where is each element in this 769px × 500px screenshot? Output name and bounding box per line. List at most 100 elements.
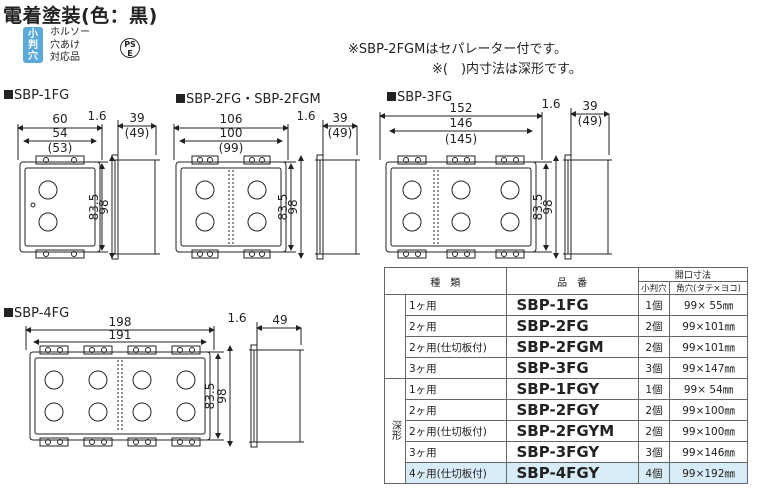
sbp1-height-inner: 83.5 (87, 194, 101, 221)
row-count: 1個 (637, 378, 671, 400)
sbp2-depth: 39 (332, 111, 347, 125)
pse-mark-icon: PS E (120, 38, 140, 58)
badge-description: ホルソー 穴あけ 対応品 (50, 27, 90, 63)
spec-rows: 1ヶ用 SBP-1FG 1個 99× 55㎜ 2ヶ用 SBP-2FG 2個 99… (384, 294, 748, 484)
row-dim: 99×100㎜ (669, 399, 748, 421)
row-part: SBP-2FG (505, 315, 639, 337)
sbp2-front-view (175, 155, 287, 259)
sbp3-height-outer: 98 (541, 199, 555, 214)
row-dim: 99×192㎜ (669, 462, 748, 484)
sbp2-depth-deep: (49) (328, 126, 353, 140)
sbp1-depth: 39 (129, 111, 144, 125)
row-count: 2個 (637, 336, 671, 358)
table-row-highlighted: 4ヶ用(仕切板付) SBP-4FGY 4個 99×192㎜ (385, 462, 748, 484)
row-dim: 99×146㎜ (669, 441, 748, 463)
row-kind: 4ヶ用(仕切板付) (405, 462, 507, 484)
row-part: SBP-3FGY (505, 441, 639, 463)
row-dim: 99×147㎜ (669, 357, 748, 379)
sbp3-height-inner: 83.5 (531, 194, 545, 221)
row-part: SBP-2FGYM (505, 420, 639, 442)
sbp2-width-outer: 106 (220, 112, 243, 126)
row-dim: 99×101㎜ (669, 315, 748, 337)
label-sbp1: SBP-1FG (4, 88, 69, 103)
label-sbp4: SBP-4FG (4, 306, 69, 321)
row-part: SBP-4FGY (505, 462, 639, 484)
row-kind: 3ヶ用 (405, 441, 507, 463)
row-count: 1個 (637, 294, 671, 316)
row-dim: 99× 55㎜ (669, 294, 748, 316)
sbp4-depth: 49 (272, 313, 287, 327)
header-kind: 種 類 (384, 267, 507, 295)
sbp3-side-view (563, 154, 612, 260)
sbp2-height-outer: 98 (286, 199, 300, 214)
table-row: 2ヶ用(仕切板付) SBP-2FGYM 2個 99×100㎜ (385, 420, 748, 442)
table-row: 1ヶ用 SBP-1FG 1個 99× 55㎜ (384, 294, 748, 379)
row-kind: 1ヶ用 (405, 378, 507, 400)
sbp3-front-view (385, 155, 537, 259)
sbp3-width-outer: 152 (450, 101, 473, 115)
sbp3-thickness: 1.6 (541, 97, 560, 111)
table-row: 2ヶ用 SBP-2FG 2個 99×101㎜ (385, 315, 748, 337)
note-separator: ※SBP-2FGMはセパレーター付です。 (348, 42, 568, 57)
sbp4-width-inner: 191 (109, 328, 132, 342)
row-part: SBP-1FG (505, 294, 639, 316)
header-open: 開口寸法 (637, 267, 749, 282)
row-part: SBP-3FG (505, 357, 639, 379)
sbp3-width-inner: 146 (450, 116, 473, 130)
sbp3-depth-deep: (49) (578, 114, 603, 128)
note-deep: ※( )内寸法は深形です。 (432, 62, 582, 77)
row-kind: 2ヶ用(仕切板付) (405, 420, 507, 442)
row-dim: 99×101㎜ (669, 336, 748, 358)
table-row: 深形 1ヶ用 SBP-1FGY 1個 99× 54㎜ (384, 378, 748, 484)
small-hole-badge: 小 判 穴 (23, 27, 43, 63)
sbp3-width-deep: (145) (445, 132, 477, 146)
sbp2-side-view (315, 154, 360, 260)
row-count: 2個 (637, 315, 671, 337)
row-kind: 1ヶ用 (405, 294, 507, 316)
table-row: 3ヶ用 SBP-3FGY 3個 99×146㎜ (385, 441, 748, 463)
table-row: 2ヶ用 SBP-2FGY 2個 99×100㎜ (385, 399, 748, 421)
label-sbp3: SBP-3FG (387, 90, 452, 105)
row-kind: 2ヶ用(仕切板付) (405, 336, 507, 358)
sbp1-height-outer: 98 (97, 199, 111, 214)
sbp1-width-deep: (53) (48, 141, 73, 155)
label-sbp2: SBP-2FG・SBP-2FGM (176, 88, 321, 107)
spec-table: 種 類 品 番 開口寸法 小判穴 角穴(タテ×ヨコ) 1ヶ用 SBP-1FG 1… (384, 267, 749, 484)
row-part: SBP-1FGY (505, 378, 639, 400)
sbp4-thickness: 1.6 (227, 311, 246, 325)
row-count: 4個 (637, 462, 671, 484)
row-kind: 2ヶ用 (405, 315, 507, 337)
row-part: SBP-2FGY (505, 399, 639, 421)
header-part: 品 番 (505, 267, 639, 295)
sbp4-height-inner: 83.5 (203, 383, 217, 410)
sbp4-height-outer: 98 (215, 388, 229, 403)
sbp1-width-inner: 54 (52, 126, 67, 140)
sbp2-height-inner: 83.5 (276, 194, 290, 221)
sbp2-width-deep: (99) (219, 141, 244, 155)
sbp4-width-outer: 198 (109, 315, 132, 329)
row-count: 3個 (637, 357, 671, 379)
page-title: 電着塗装(色：黒) (3, 5, 158, 27)
row-count: 2個 (637, 399, 671, 421)
sbp2-thickness: 1.6 (296, 109, 315, 123)
row-dim: 99× 54㎜ (669, 378, 748, 400)
header-square-hole: 角穴(タテ×ヨコ) (669, 281, 748, 295)
row-dim: 99×100㎜ (669, 420, 748, 442)
sbp1-front-view (19, 155, 101, 259)
sbp1-depth-deep: (49) (125, 126, 150, 140)
sbp1-width-outer: 60 (52, 112, 67, 126)
row-kind: 3ヶ用 (405, 357, 507, 379)
table-row: 2ヶ用(仕切板付) SBP-2FGM 2個 99×101㎜ (385, 336, 748, 358)
row-part: SBP-2FGM (505, 336, 639, 358)
table-row: 3ヶ用 SBP-3FG 3個 99×147㎜ (385, 357, 748, 379)
header-small-hole: 小判穴 (637, 281, 671, 295)
row-kind: 2ヶ用 (405, 399, 507, 421)
sbp1-thickness: 1.6 (87, 109, 106, 123)
group-shallow (384, 294, 406, 379)
sbp2-width-inner: 100 (220, 126, 243, 140)
sbp1-side-view (110, 154, 160, 260)
row-count: 2個 (637, 420, 671, 442)
sbp4-front-view (29, 345, 211, 447)
row-count: 3個 (637, 441, 671, 463)
